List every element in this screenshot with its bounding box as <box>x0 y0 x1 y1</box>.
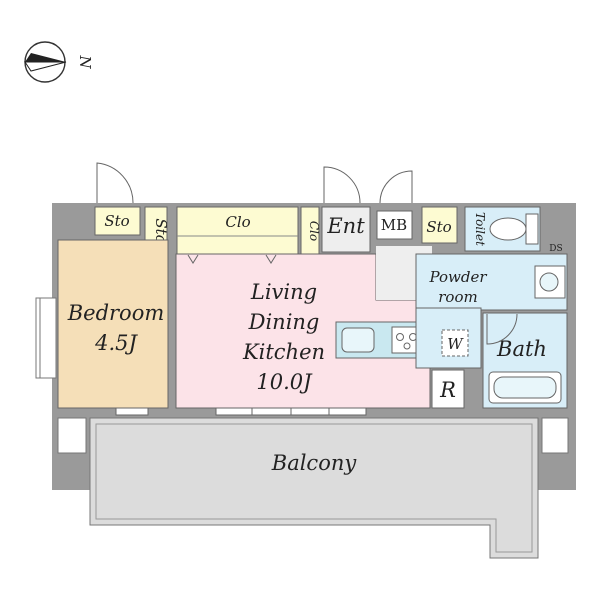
ldk-line1: Living <box>250 280 317 304</box>
washer <box>441 329 469 357</box>
door-tick <box>265 254 277 264</box>
bedroom-size: 4.5J <box>94 331 138 355</box>
refrigerator <box>431 369 465 409</box>
bottom-windows <box>115 407 367 416</box>
toilet-bowl-icon <box>489 217 527 241</box>
wet-area: Powder room W Toilet DS Bath <box>376 206 568 409</box>
bedroom-name: Bedroom <box>67 301 165 325</box>
meter-box <box>376 210 413 240</box>
balcony-side-left <box>57 417 87 454</box>
clo-small-label: Clo <box>307 221 321 241</box>
toilet-tank-icon <box>525 213 539 245</box>
window <box>115 407 149 416</box>
bedroom-floor <box>57 239 169 409</box>
balcony-label: Balcony <box>271 451 358 475</box>
door-tick <box>187 254 199 264</box>
sink-icon <box>341 327 375 353</box>
balcony-side-right <box>541 417 569 454</box>
powder-room-line1: Powder <box>428 268 487 286</box>
compass-needle-icon <box>25 53 66 62</box>
compass: N <box>24 41 94 83</box>
bathtub-inner-icon <box>493 376 557 399</box>
sto-top-left-label: Sto <box>104 212 129 230</box>
entrance <box>321 206 371 253</box>
washer-label: W <box>447 335 464 353</box>
refrigerator-label: R <box>439 378 456 402</box>
ldk-size: 10.0J <box>256 370 313 394</box>
basin-icon <box>539 272 559 292</box>
ldk: Living Dining Kitchen 10.0J R <box>175 253 465 409</box>
balcony-rail <box>95 423 533 553</box>
toilet-label: Toilet <box>473 212 487 246</box>
clo-wide <box>176 206 299 256</box>
bedroom: Bedroom 4.5J <box>57 239 169 409</box>
sto-right-label: Sto <box>426 218 451 236</box>
door-swing-entrance <box>323 166 361 204</box>
balcony-floor <box>89 417 539 559</box>
clo-wide-label: Clo <box>225 213 250 231</box>
compass-north-label: N <box>76 54 94 69</box>
door-swing-left <box>96 162 134 204</box>
burner-icon <box>396 333 404 341</box>
bath-label: Bath <box>496 337 547 361</box>
door-swing-mb <box>379 170 413 204</box>
sto-right <box>421 206 458 244</box>
door-swing-bath <box>486 313 518 345</box>
compass-needle-tail-icon <box>24 61 67 72</box>
entrance-label: Ent <box>326 214 365 238</box>
meter-box-label: MB <box>381 216 407 234</box>
duct-space-label: DS <box>549 244 562 254</box>
sto-top-left <box>94 206 141 236</box>
ldk-line3: Kitchen <box>242 340 325 364</box>
bedroom-window-bay <box>35 297 57 379</box>
ldk-line2: Dining <box>248 310 320 334</box>
top-doors <box>96 162 413 204</box>
balcony: Balcony <box>57 417 569 559</box>
powder-room-line2: room <box>438 288 477 306</box>
burner-icon <box>403 342 411 350</box>
storage-strip: Sto Sto Clo Clo Ent MB Sto <box>94 206 458 256</box>
sto-vertical-label: Sto <box>152 218 170 243</box>
